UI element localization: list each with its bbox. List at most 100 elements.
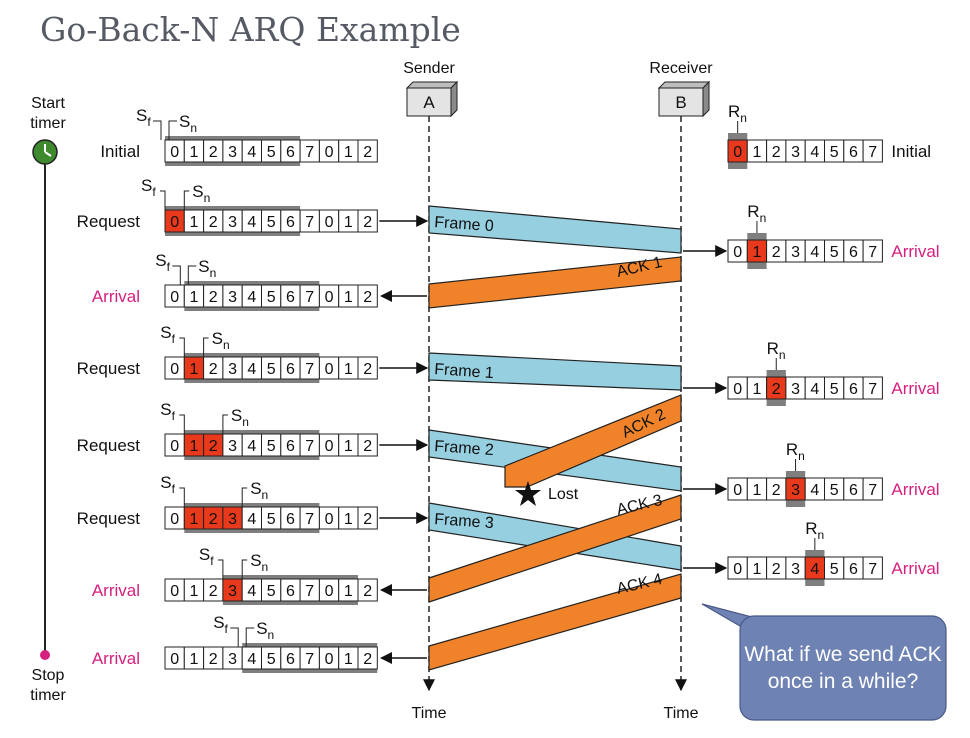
- sequence-number: 2: [772, 244, 781, 261]
- sender-box: [406, 87, 452, 117]
- rn-label: Rn: [747, 202, 766, 225]
- receiver-event-label: Arrival: [891, 379, 939, 398]
- sequence-number: 1: [752, 244, 761, 261]
- callout-text: What if we send ACK once in a while?: [744, 643, 942, 693]
- stop-timer-dot: [40, 650, 50, 660]
- sequence-number: 7: [868, 482, 877, 499]
- sequence-cell: [357, 356, 378, 380]
- sequence-number: 1: [344, 511, 353, 528]
- sn-pointer: [245, 627, 255, 647]
- sequence-number: 7: [305, 214, 314, 231]
- frame-label: Frame 0: [434, 214, 495, 235]
- sequence-number: 3: [228, 438, 237, 455]
- rn-label: Rn: [728, 102, 747, 125]
- receiver-box-side: [702, 80, 710, 118]
- sequence-number: 4: [810, 381, 819, 398]
- sn-label: Sn: [250, 551, 268, 574]
- sequence-number: 1: [344, 438, 353, 455]
- sequence-number: 2: [209, 438, 218, 455]
- sequence-number: 5: [830, 482, 839, 499]
- rn-label: Rn: [786, 440, 805, 463]
- sequence-number: 2: [363, 511, 372, 528]
- sequence-number: 5: [267, 214, 276, 231]
- sequence-number: 0: [325, 144, 334, 161]
- sf-label: Sf: [141, 176, 156, 199]
- sequence-number: 7: [868, 381, 877, 398]
- ack-band: [428, 494, 682, 603]
- sequence-number: 5: [830, 244, 839, 261]
- sequence-cell: [862, 477, 883, 501]
- sequence-number: 1: [752, 482, 761, 499]
- sequence-number: 3: [228, 511, 237, 528]
- sequence-number: 0: [733, 561, 742, 578]
- sequence-number: 7: [305, 651, 314, 668]
- sequence-number: 7: [305, 289, 314, 306]
- callout-box: [739, 615, 947, 721]
- sequence-cell: [357, 209, 378, 233]
- sequence-cell: [862, 139, 883, 163]
- sequence-number: 1: [189, 651, 198, 668]
- sequence-number: 0: [325, 651, 334, 668]
- sn-label: Sn: [198, 257, 216, 280]
- sequence-number: 6: [286, 289, 295, 306]
- sequence-number: 2: [772, 561, 781, 578]
- receiver-time-label: Time: [664, 705, 699, 722]
- sequence-number: 6: [286, 438, 295, 455]
- receiver-box: [658, 87, 704, 117]
- sn-pointer: [168, 120, 177, 140]
- sequence-number: 0: [733, 144, 742, 161]
- sequence-number: 0: [733, 381, 742, 398]
- sequence-number: 1: [344, 651, 353, 668]
- sender-box-label: A: [423, 93, 435, 112]
- sequence-number: 4: [247, 511, 256, 528]
- sequence-number: 1: [189, 438, 198, 455]
- receiver-event-label: Arrival: [891, 559, 939, 578]
- sequence-number: 0: [170, 511, 179, 528]
- sequence-number: 3: [228, 651, 237, 668]
- sequence-number: 4: [810, 482, 819, 499]
- start-timer-label: Start: [31, 95, 65, 112]
- sequence-number: 1: [344, 361, 353, 378]
- sequence-number: 3: [228, 583, 237, 600]
- frame-band: [428, 205, 682, 254]
- frame-label: Frame 2: [434, 438, 495, 459]
- sf-label: Sf: [160, 323, 175, 346]
- sequence-number: 2: [209, 651, 218, 668]
- sequence-number: 6: [286, 651, 295, 668]
- sequence-number: 7: [868, 561, 877, 578]
- sequence-number: 0: [325, 438, 334, 455]
- sequence-number: 1: [344, 289, 353, 306]
- frame-label: Frame 1: [434, 361, 495, 382]
- sequence-number: 2: [209, 144, 218, 161]
- sequence-number: 6: [286, 361, 295, 378]
- sf-pointer: [160, 190, 166, 210]
- sequence-number: 1: [189, 289, 198, 306]
- sender-time-label: Time: [412, 705, 447, 722]
- sequence-number: 6: [286, 214, 295, 231]
- start-timer-label: timer: [30, 115, 66, 132]
- sn-pointer: [203, 337, 209, 357]
- sn-pointer: [222, 414, 228, 434]
- sender-event-label: Request: [77, 212, 141, 231]
- slide-title: Go-Back-N ARQ Example: [40, 10, 461, 49]
- sequence-number: 2: [363, 214, 372, 231]
- sequence-number: 3: [791, 561, 800, 578]
- sequence-number: 2: [772, 482, 781, 499]
- frame-label: Frame 3: [434, 511, 495, 532]
- sn-pointer: [241, 559, 248, 579]
- sequence-number: 6: [849, 561, 858, 578]
- sf-label: Sf: [213, 613, 228, 636]
- sequence-number: 6: [849, 482, 858, 499]
- sequence-number: 7: [305, 361, 314, 378]
- sequence-cell: [862, 239, 883, 263]
- sequence-number: 0: [170, 214, 179, 231]
- sequence-cell: [357, 646, 378, 670]
